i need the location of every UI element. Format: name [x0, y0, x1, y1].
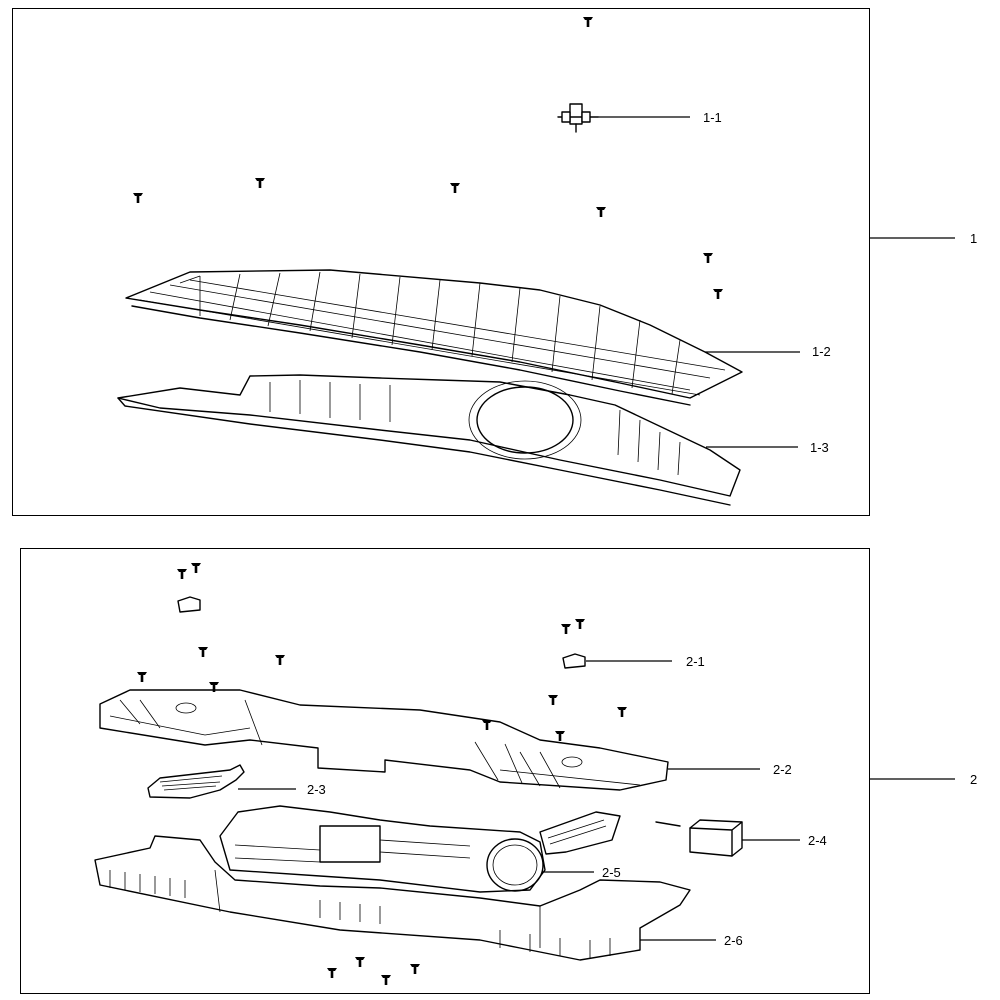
bracket-icon	[177, 596, 586, 669]
part-1-3-base	[117, 374, 741, 506]
callout-group-1: 1	[970, 231, 977, 246]
callout-2-3: 2-3	[307, 782, 326, 797]
callout-2-4: 2-4	[808, 833, 827, 848]
callout-2-1: 2-1	[686, 654, 705, 669]
callout-1-1: 1-1	[703, 110, 722, 125]
part-2-4-control-box	[655, 819, 743, 857]
callout-2-6: 2-6	[724, 933, 743, 948]
part-2-6-base	[94, 835, 691, 961]
part-2-3-heater	[147, 764, 245, 799]
callout-group-2: 2	[970, 772, 977, 787]
part-1-1-icon	[557, 103, 599, 133]
callout-1-2: 1-2	[812, 344, 831, 359]
part-1-2-grille	[125, 269, 743, 406]
assembly-panel-1	[12, 8, 870, 516]
screw-icon	[133, 17, 723, 299]
callout-2-2: 2-2	[773, 762, 792, 777]
part-2-5-blower	[219, 805, 621, 893]
callout-2-5: 2-5	[602, 865, 621, 880]
callout-1-3: 1-3	[810, 440, 829, 455]
assembly-panel-2	[20, 548, 870, 994]
part-2-2-cover	[99, 689, 669, 791]
